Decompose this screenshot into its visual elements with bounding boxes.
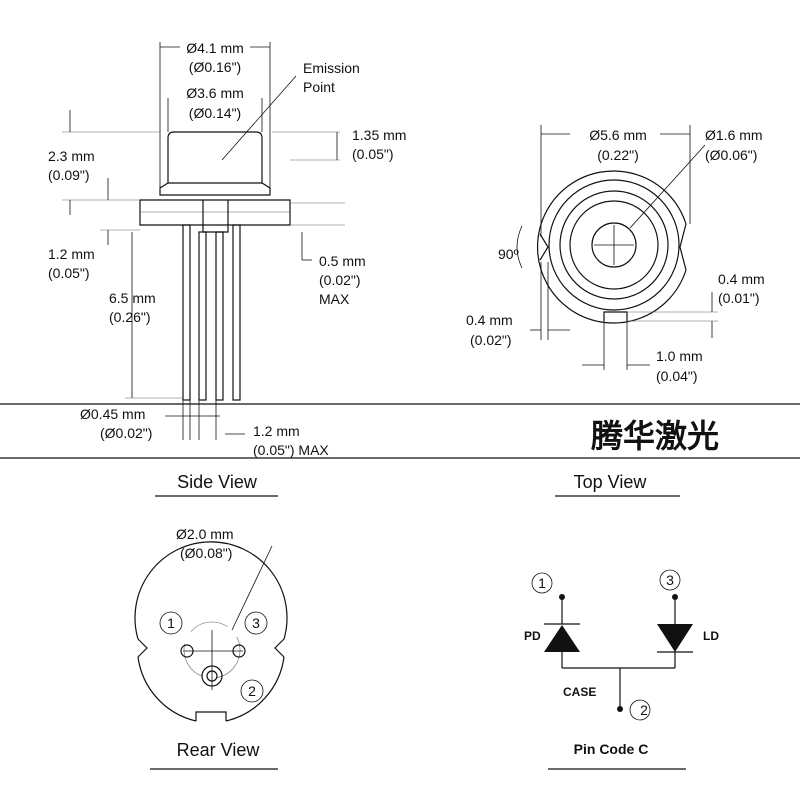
dim-04r-in: (0.01"): [718, 290, 760, 306]
sch-pin-3-badge: [659, 569, 681, 591]
top-ring-2: [548, 179, 680, 311]
pd-triangle: [544, 625, 580, 652]
dim-p12: 1.2 mm: [253, 423, 300, 439]
dim-10-in: (0.04"): [656, 368, 698, 384]
top-view: Ø5.6 mm (0.22") Ø1.6 mm (Ø0.06") 90º 0.4…: [466, 125, 765, 384]
pin-3: [215, 231, 224, 401]
top-outer-ring: [536, 170, 687, 324]
emission-label-1: Emission: [303, 60, 360, 76]
rear-pin-1-badge: [159, 611, 183, 635]
rear-pin-2-label: 2: [248, 683, 256, 699]
dim-p12-in: (0.05") MAX: [253, 442, 329, 458]
top-bottom-tab: [603, 311, 628, 321]
rear-pin-2-badge: [240, 679, 264, 703]
dim-16-in: (Ø0.06"): [705, 147, 757, 163]
pd-label: PD: [524, 629, 541, 643]
rear-arc-2: [134, 541, 288, 640]
dim-135: 1.35 mm: [352, 127, 406, 143]
dim-56: Ø5.6 mm: [589, 127, 647, 143]
dim-135-in: (0.05"): [352, 146, 394, 162]
ld-triangle: [657, 624, 693, 652]
rear-arc-3: [225, 656, 285, 722]
top-window: [591, 222, 637, 268]
dim-04r: 0.4 mm: [718, 271, 765, 287]
top-right-notch: [679, 223, 687, 271]
base-flange: [139, 199, 291, 226]
rear-view-title: Rear View: [177, 740, 261, 760]
dim-045: Ø0.45 mm: [80, 406, 145, 422]
cap-shoulder: [159, 182, 271, 196]
dim-05-max: MAX: [319, 291, 350, 307]
dim-12-in: (0.05"): [48, 265, 90, 281]
cap-body: [167, 131, 263, 183]
pin-code-schematic: PD LD CASE 1 3 2: [524, 569, 719, 721]
side-view-title: Side View: [177, 472, 258, 492]
rear-leader: [231, 545, 273, 631]
sch-pin-1-badge: [531, 572, 553, 594]
sch-pin-2-badge: [629, 699, 651, 721]
dim-045-in: (Ø0.02"): [100, 425, 152, 441]
dim-36: Ø3.6 mm: [186, 85, 244, 101]
rear-bottom-tab: [195, 711, 227, 721]
dim-56-in: (0.22"): [597, 147, 639, 163]
emission-label-2: Point: [303, 79, 335, 95]
dim-65-in: (0.26"): [109, 309, 151, 325]
dim-04l: 0.4 mm: [466, 312, 513, 328]
dim-20: Ø2.0 mm: [176, 526, 234, 542]
flange-notch: [202, 200, 229, 233]
pin-code-title: Pin Code C: [574, 741, 649, 757]
rear-arc-1: [137, 656, 197, 722]
pin-1: [182, 224, 191, 401]
dim-20-in: (Ø0.08"): [180, 545, 232, 561]
emission-leader: [221, 75, 297, 161]
dim-65: 6.5 mm: [109, 290, 156, 306]
rear-pin-1-label: 1: [167, 615, 175, 631]
top-ring-4: [569, 200, 659, 290]
rear-right-notch: [274, 638, 285, 658]
dim-angle: 90º: [498, 246, 519, 262]
dim-23-in: (0.09"): [48, 167, 90, 183]
sch-pin-3-label: 3: [666, 572, 674, 588]
top-view-title: Top View: [574, 472, 648, 492]
rear-pin-3-badge: [244, 611, 268, 635]
dim-16: Ø1.6 mm: [705, 127, 763, 143]
pin-circle: [183, 621, 241, 679]
dim-05: 0.5 mm: [319, 253, 366, 269]
pin-2: [198, 231, 207, 401]
dim-05-in: (0.02"): [319, 272, 361, 288]
case-label: CASE: [563, 685, 596, 699]
rear-left-notch: [137, 638, 148, 658]
side-view: Ø4.1 mm (Ø0.16") Ø3.6 mm (Ø0.14") Emissi…: [48, 40, 406, 458]
dim-10: 1.0 mm: [656, 348, 703, 364]
rear-pin-3-label: 3: [252, 615, 260, 631]
rear-view: Ø2.0 mm (Ø0.08") 1 3 2: [134, 526, 288, 722]
case-terminal: [617, 706, 623, 712]
ld-label: LD: [703, 629, 719, 643]
sch-pin-1-label: 1: [538, 575, 546, 591]
sch-pin-2-label: 2: [640, 702, 648, 718]
dim-23: 2.3 mm: [48, 148, 95, 164]
dim-41: Ø4.1 mm: [186, 40, 244, 56]
top-left-notch: [539, 233, 549, 261]
pin-4: [232, 224, 241, 401]
dim-41-in: (Ø0.16"): [189, 59, 241, 75]
brand-name: 腾华激光: [591, 417, 719, 455]
dim-12: 1.2 mm: [48, 246, 95, 262]
dim-04l-in: (0.02"): [470, 332, 512, 348]
dim-36-in: (Ø0.14"): [189, 105, 241, 121]
top-ring-3: [559, 190, 669, 300]
